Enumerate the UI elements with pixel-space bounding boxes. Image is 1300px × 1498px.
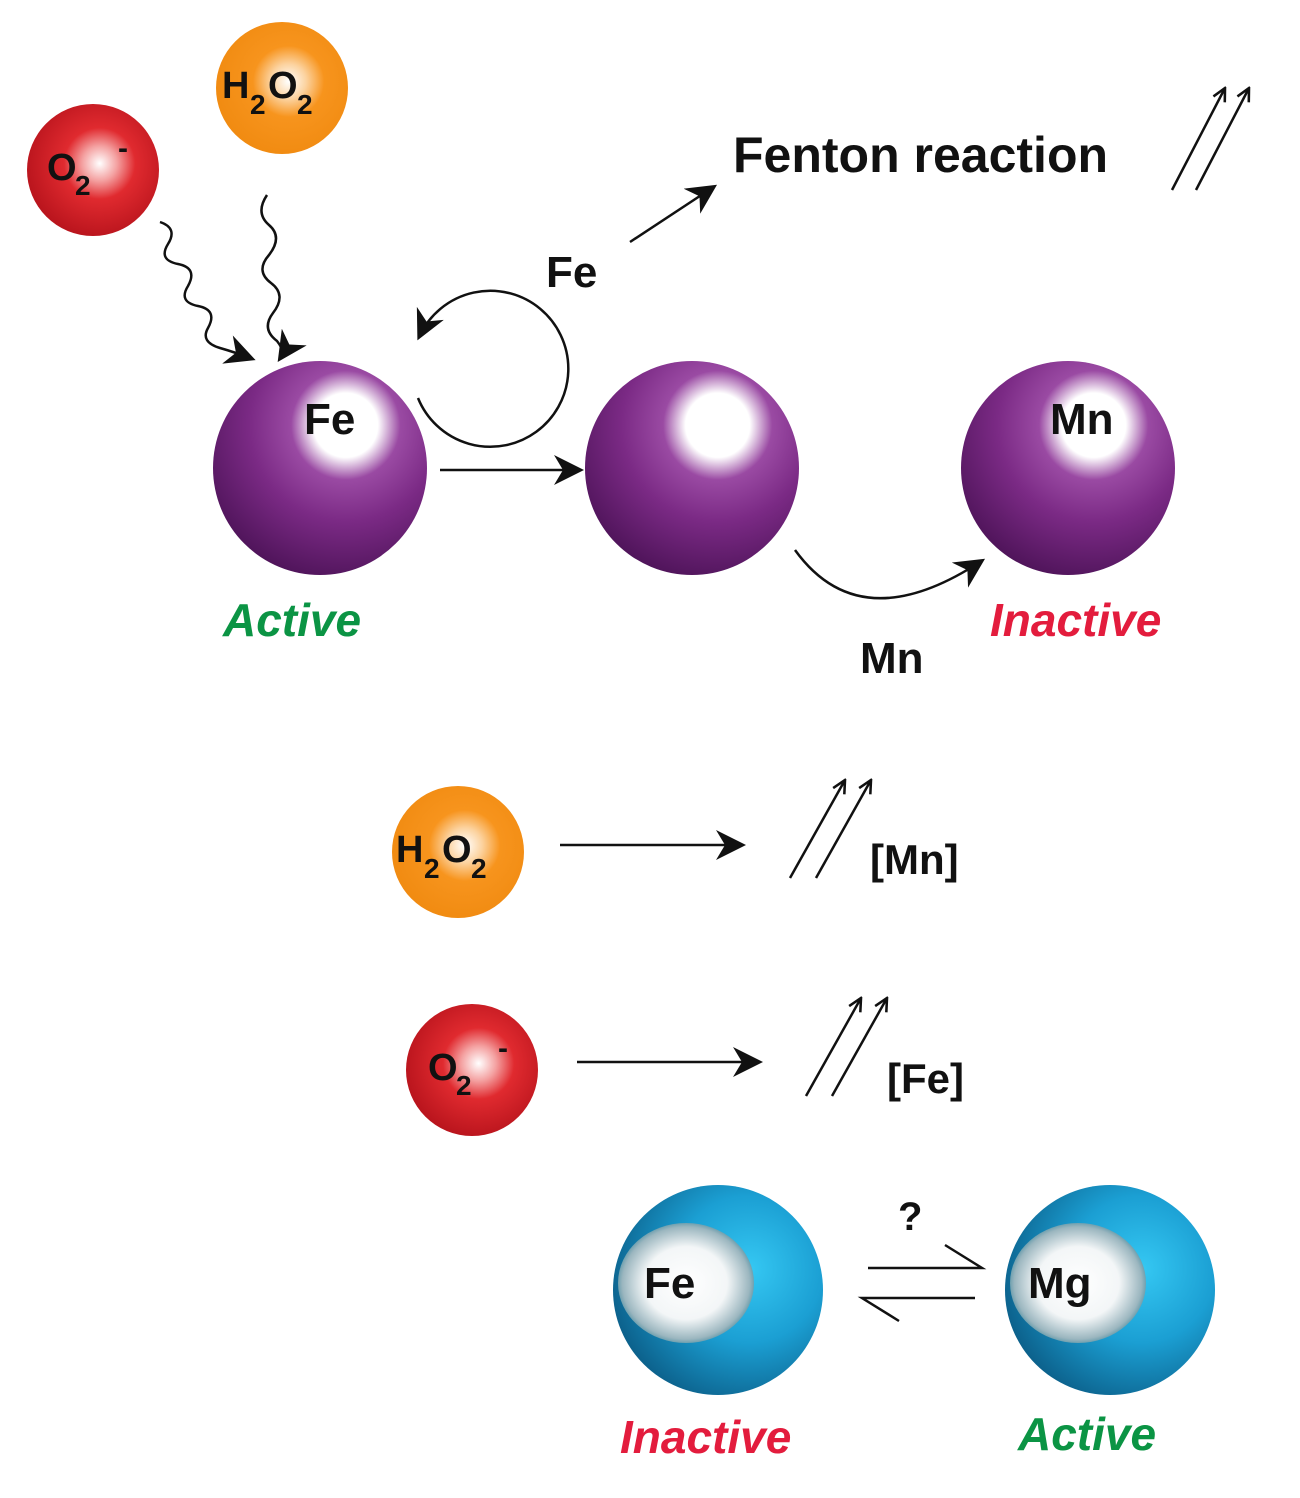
peroxide-sub2: 2	[297, 89, 313, 120]
peroxide-mid-sub2: 2	[471, 853, 487, 884]
superoxide-mid-sup: -	[498, 1032, 508, 1065]
peroxide-sphere-top: H 2 O 2	[216, 22, 348, 154]
cycle-fe-label: Fe	[546, 248, 597, 297]
mn-insertion-arrow	[793, 549, 986, 600]
enzyme-fe-active: Fe	[213, 361, 427, 575]
enzyme-mn-inactive: Mn	[961, 361, 1175, 575]
double-up-arrow-icon	[804, 998, 887, 1097]
equilibrium-arrows-icon	[857, 1243, 987, 1323]
inactive-label-top: Inactive	[990, 594, 1161, 646]
peroxide-main1: H	[222, 65, 249, 107]
mn-label: Mn	[860, 634, 924, 683]
fe-concentration-label: [Fe]	[887, 1055, 964, 1102]
enzyme-fe-label: Fe	[304, 395, 355, 444]
mn-concentration-label: [Mn]	[870, 836, 959, 883]
superoxide-mid-sub: 2	[456, 1070, 472, 1101]
wavy-arrow-icon	[260, 194, 307, 362]
enzyme-blue-mg-label: Mg	[1028, 1259, 1092, 1308]
superoxide-main: O	[47, 147, 77, 189]
fenton-label: Fenton reaction	[733, 127, 1108, 183]
enzyme-mg-blue: Mg	[1005, 1185, 1215, 1395]
peroxide-mid-sub1: 2	[424, 853, 440, 884]
active-label-bottom: Active	[1017, 1408, 1156, 1460]
enzyme-blue-fe-label: Fe	[644, 1259, 695, 1308]
double-up-arrow-icon	[788, 780, 871, 879]
superoxide-mid-main: O	[428, 1047, 458, 1089]
peroxide-sphere-mid: H 2 O 2	[392, 786, 524, 918]
inactive-label-bottom: Inactive	[620, 1411, 791, 1463]
fenton-arrow	[629, 184, 718, 244]
enzyme-fe-blue: Fe	[613, 1185, 823, 1395]
superoxide-sup: -	[118, 132, 128, 165]
peroxide-mid-main1: H	[396, 829, 423, 871]
wavy-arrow-icon	[159, 220, 256, 364]
peroxide-mid-main2: O	[442, 829, 472, 871]
double-up-arrow-icon	[1170, 88, 1249, 191]
question-mark: ?	[898, 1195, 922, 1239]
enzyme-mn-label: Mn	[1050, 395, 1114, 444]
active-label-top: Active	[222, 594, 361, 646]
cycle-arrow-icon	[416, 289, 570, 448]
superoxide-sphere-top: O 2 -	[27, 104, 159, 236]
superoxide-sphere-mid: O 2 -	[406, 1004, 538, 1136]
superoxide-sub: 2	[75, 170, 91, 201]
peroxide-sub1: 2	[250, 89, 266, 120]
enzyme-apo	[585, 361, 799, 575]
peroxide-main2: O	[268, 65, 298, 107]
